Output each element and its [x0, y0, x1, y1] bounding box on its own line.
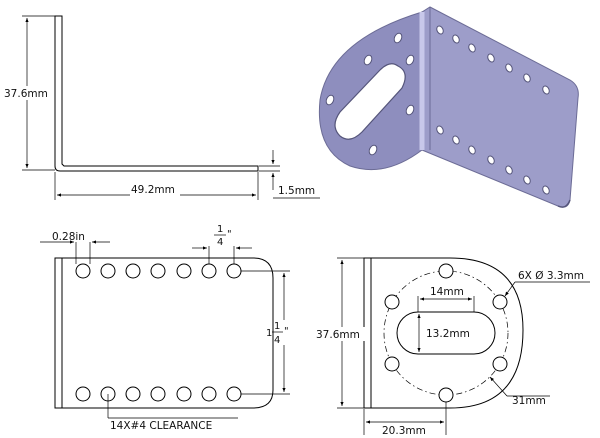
front-height-label: 37.6mm [316, 329, 360, 341]
hole-pattern-label: 6X Ø 3.3mm [518, 270, 584, 282]
hole-diameter-label: 0.28in [52, 231, 85, 243]
bolt-circle-label: 31mm [512, 395, 546, 407]
row-spacing-whole: 1 [266, 328, 272, 339]
top-view: 0.28in 1 4 " 1 1 4 " 14X#4 CLEARANCE [40, 224, 290, 432]
long-flange [421, 6, 579, 208]
motor-slot [334, 63, 406, 140]
top-view-outline [54, 257, 274, 409]
front-slot [396, 311, 496, 355]
clearance-label: 14X#4 CLEARANCE [110, 420, 212, 432]
front-view: 14mm 13.2mm 6X Ø 3.3mm 31mm 37.6mm 20.3m… [315, 257, 590, 437]
slot-width-label: 14mm [430, 286, 464, 298]
offset-label: 20.3mm [382, 425, 426, 437]
row-spacing-inch-mark: " [284, 326, 289, 337]
bracket-3d-view [318, 6, 579, 208]
row-spacing-numerator: 1 [274, 321, 280, 332]
bracket-profile [54, 15, 259, 172]
pitch-denominator: 4 [217, 237, 223, 248]
pitch-inch-mark: " [227, 229, 232, 240]
front-view-outline [363, 257, 524, 409]
slot-height-label: 13.2mm [426, 328, 470, 340]
row-spacing-denominator: 4 [274, 335, 280, 346]
side-height-label: 37.6mm [4, 88, 48, 100]
side-length-label: 49.2mm [131, 184, 175, 196]
pitch-numerator: 1 [217, 224, 223, 235]
side-thickness-label: 1.5mm [278, 185, 315, 197]
side-view: 37.6mm 49.2mm 1.5mm [2, 15, 320, 200]
